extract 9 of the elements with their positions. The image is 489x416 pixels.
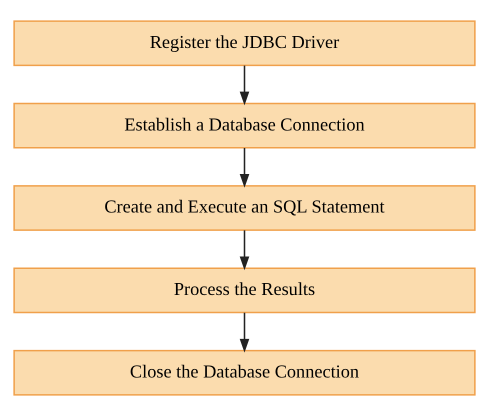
arrow [240, 312, 250, 353]
node-box: Process the Results [13, 268, 476, 314]
node-box: Register the JDBC Driver [13, 20, 476, 66]
arrow [240, 230, 250, 270]
arrow [240, 148, 250, 188]
node-box: Establish a Database Connection [13, 102, 476, 148]
arrow [240, 66, 250, 106]
node-box: Close the Database Connection [13, 350, 476, 396]
node-box: Create and Execute an SQL Statement [13, 185, 476, 231]
